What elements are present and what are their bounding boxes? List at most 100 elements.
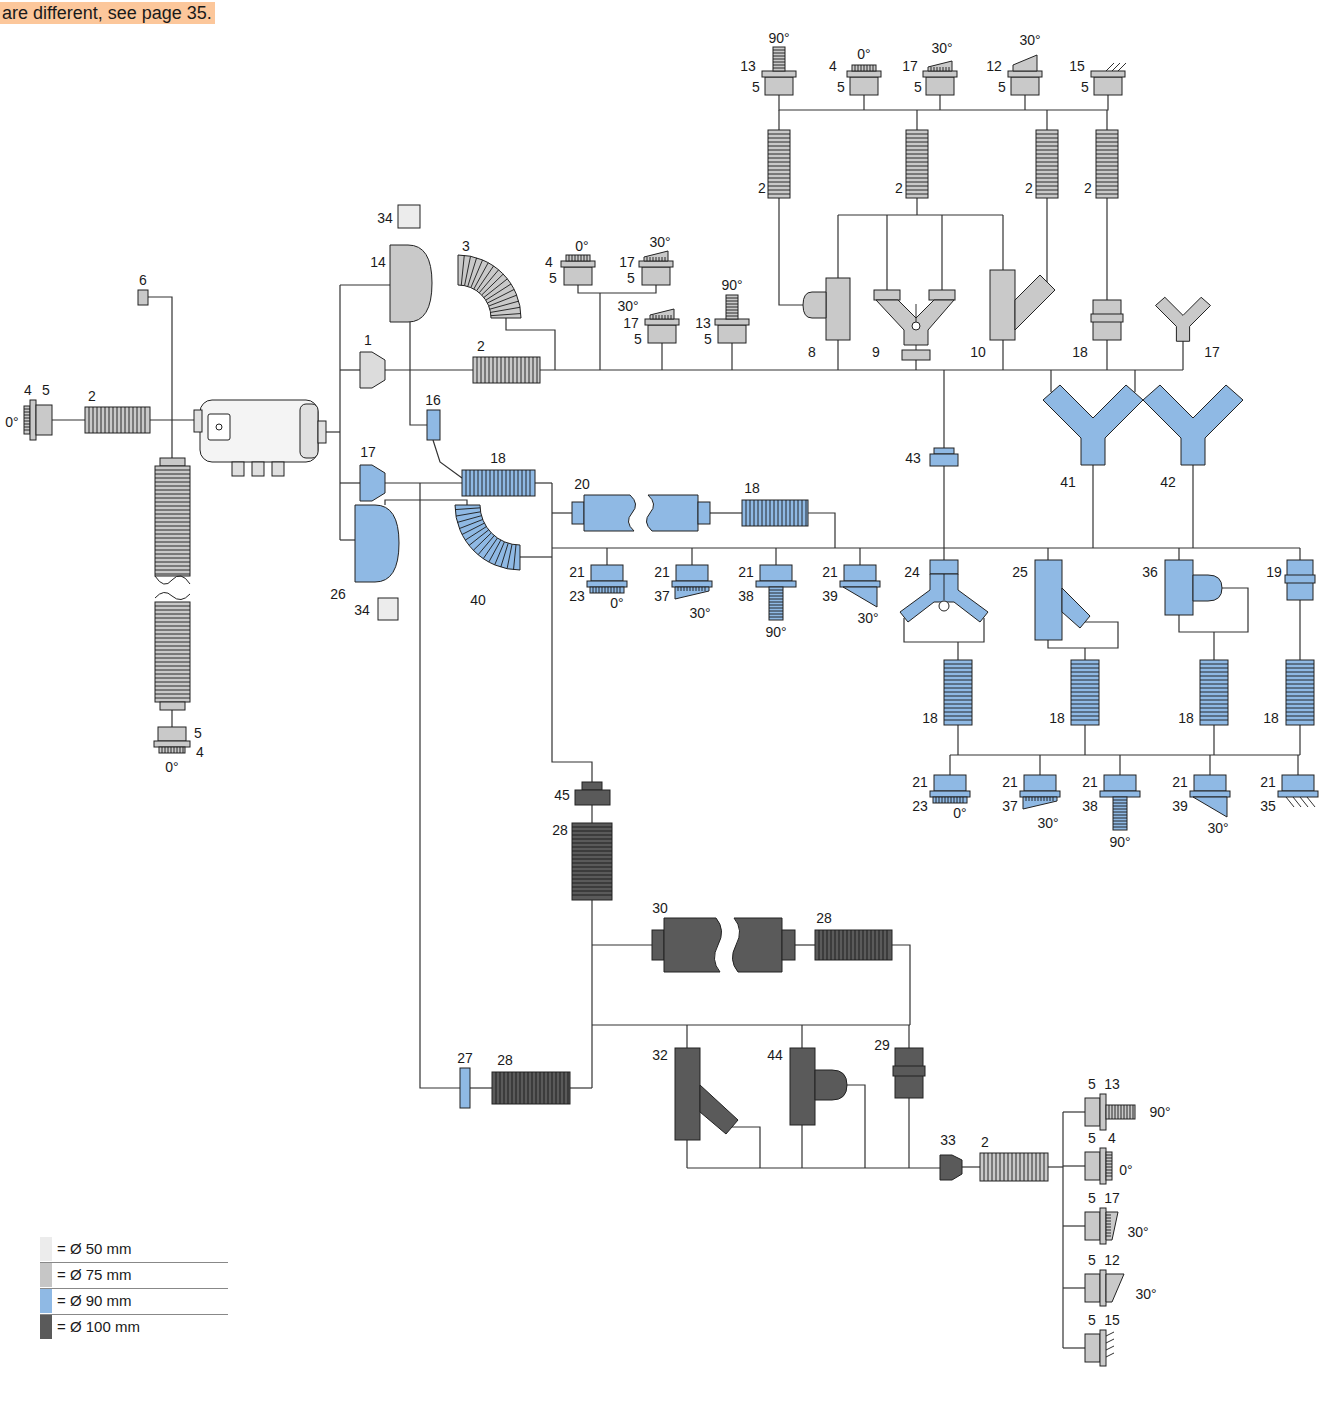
- hose-rib: [1113, 800, 1127, 801]
- hose-rib: [1071, 672, 1099, 673]
- legend-swatch: [40, 1237, 52, 1261]
- callout-number: 17: [623, 316, 639, 330]
- grille-slat: [653, 315, 654, 319]
- reducer: [360, 352, 385, 388]
- callout-number: 4: [829, 59, 837, 73]
- hose-rib: [835, 930, 836, 960]
- hose-rib: [944, 684, 972, 685]
- grille-slat: [1032, 797, 1033, 801]
- hose-rib: [155, 618, 190, 619]
- hose-rib: [944, 700, 972, 701]
- hose-rib: [516, 1072, 517, 1104]
- outlet-grille: [933, 797, 967, 803]
- hose-rib: [1200, 700, 1228, 701]
- grille-slat: [957, 797, 958, 803]
- hose-rib: [859, 930, 860, 960]
- callout-number: 6: [139, 273, 147, 287]
- callout-number: 18: [490, 451, 506, 465]
- duct-line: [1106, 198, 1107, 300]
- hose-rib: [773, 62, 785, 63]
- hose-rib: [1036, 162, 1058, 163]
- hose-rib: [518, 470, 519, 496]
- outlet-nozzle: [769, 587, 783, 620]
- grille-slat: [696, 587, 697, 591]
- hose-rib: [572, 843, 612, 844]
- outlet-grille: [852, 65, 876, 71]
- hose-rib: [155, 674, 190, 675]
- grille-slat: [687, 587, 688, 591]
- duct-line: [1178, 548, 1179, 560]
- hose-rib: [105, 407, 106, 433]
- grille-slat: [656, 257, 657, 261]
- outlet-housing: [1085, 1098, 1100, 1126]
- flexible-hose: [980, 1153, 1048, 1181]
- hose-rib: [1127, 1105, 1128, 1119]
- grille-slat: [945, 797, 946, 803]
- callout-number: 0°: [5, 415, 18, 429]
- grille-slat: [1106, 1233, 1111, 1234]
- duct-line: [606, 548, 607, 565]
- flexible-hose: [1036, 130, 1058, 198]
- hose-rib: [1020, 1153, 1021, 1181]
- hose-rib: [1096, 186, 1118, 187]
- outlet-grille: [1023, 797, 1057, 809]
- hose-rib: [782, 500, 783, 526]
- coupler: [929, 290, 955, 300]
- hose-rib: [526, 470, 527, 496]
- grille-slat: [162, 747, 163, 753]
- callout-number: 30°: [1019, 33, 1040, 47]
- callout-number: 3: [462, 239, 470, 253]
- hose-rib: [155, 686, 190, 687]
- grille-slat: [620, 587, 621, 593]
- hose-rib: [155, 574, 190, 575]
- duct-line: [1106, 340, 1107, 370]
- t-piece: [1165, 560, 1193, 615]
- hose-rib: [769, 614, 783, 615]
- grille-slat: [659, 257, 660, 261]
- grille-slat: [656, 315, 657, 319]
- hose-rib: [155, 634, 190, 635]
- hose-rib: [944, 696, 972, 697]
- outlet-louvre: [1106, 1332, 1114, 1336]
- hose-rib: [1286, 664, 1314, 665]
- hose-rib: [1286, 668, 1314, 669]
- callout-number: 28: [497, 1053, 513, 1067]
- callout-number: 21: [1082, 775, 1098, 789]
- grille-slat: [572, 255, 573, 261]
- callout-number: 4: [545, 255, 553, 269]
- heater-foot: [272, 462, 284, 476]
- hose-rib: [768, 158, 790, 159]
- hose-rib: [773, 53, 785, 54]
- callout-number: 38: [1082, 799, 1098, 813]
- callout-number: 39: [822, 589, 838, 603]
- grille-slat: [690, 587, 691, 591]
- y-piece: [1143, 385, 1243, 465]
- heater-plate: [208, 414, 230, 440]
- duct-line: [1182, 341, 1183, 370]
- hose-rib: [572, 891, 612, 892]
- callout-number: 17: [1204, 345, 1220, 359]
- grille-slat: [870, 65, 871, 71]
- hose-rib: [155, 482, 190, 483]
- hose-rib: [1036, 166, 1058, 167]
- duct-line: [808, 513, 835, 548]
- hose-rib: [906, 194, 928, 195]
- duct-line: [732, 1127, 760, 1168]
- flexible-elbow: [458, 255, 521, 318]
- hose-rib: [851, 930, 852, 960]
- duct-line: [148, 297, 172, 458]
- callout-number: 5: [194, 726, 202, 740]
- grille-slat: [934, 67, 935, 71]
- hose-rib: [1012, 1153, 1013, 1181]
- duct-line: [1084, 648, 1085, 660]
- duct-line: [892, 945, 910, 1025]
- hose-rib: [906, 134, 928, 135]
- hose-rib: [521, 357, 522, 383]
- callout-number: 21: [1260, 775, 1276, 789]
- hose-rib: [155, 626, 190, 627]
- hose-rib: [847, 930, 848, 960]
- grille-slat: [948, 797, 949, 803]
- hose-rib: [875, 930, 876, 960]
- duct-line: [52, 419, 85, 420]
- hose-rib: [1032, 1153, 1033, 1181]
